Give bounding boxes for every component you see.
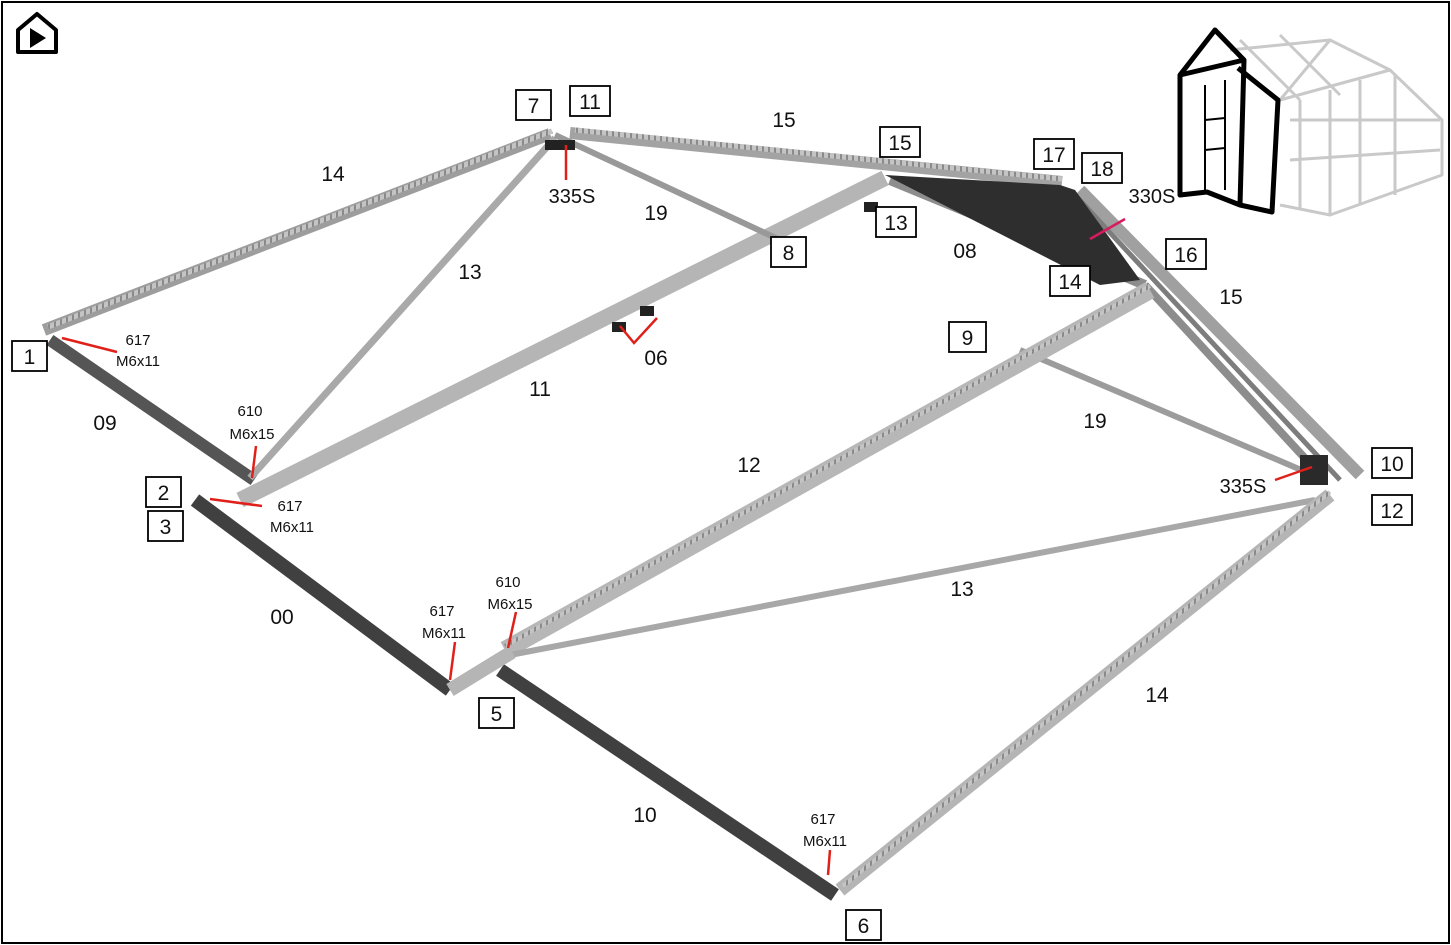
part-label: 19 xyxy=(1083,410,1106,433)
svg-text:13: 13 xyxy=(884,212,907,235)
part-label: 10 xyxy=(633,804,656,827)
fastener-code: 610 xyxy=(495,574,520,591)
position-box: 5 xyxy=(478,697,515,729)
bracket-code: 330S xyxy=(1129,186,1176,208)
fastener-code: 617 xyxy=(810,811,835,828)
bracket-code: 335S xyxy=(1220,476,1267,498)
part-label: 15 xyxy=(1219,286,1242,309)
svg-text:3: 3 xyxy=(160,516,172,539)
position-box: 15 xyxy=(879,126,921,158)
fastener-size: M6x15 xyxy=(487,596,532,613)
svg-text:16: 16 xyxy=(1174,244,1197,267)
greenhouse-play-icon[interactable] xyxy=(16,12,58,54)
svg-text:10: 10 xyxy=(1380,453,1403,476)
position-box: 7 xyxy=(515,89,552,121)
part-label: 14 xyxy=(1145,684,1169,707)
part-label: 19 xyxy=(644,202,667,225)
position-box: 6 xyxy=(845,909,882,941)
svg-text:18: 18 xyxy=(1090,158,1113,181)
svg-text:2: 2 xyxy=(158,482,170,505)
fastener-code: 617 xyxy=(125,332,150,349)
position-box: 17 xyxy=(1033,138,1075,170)
fastener-size: M6x15 xyxy=(229,426,274,443)
fastener-size: M6x11 xyxy=(803,833,847,850)
svg-text:8: 8 xyxy=(783,242,795,265)
part-label: 13 xyxy=(950,578,973,601)
fastener-code: 617 xyxy=(277,498,302,515)
fastener-size: M6x11 xyxy=(116,353,160,370)
fastener-labels: 617 M6x11 610 M6x15 617 M6x11 617 M6x11 … xyxy=(116,332,847,850)
greenhouse-overview-icon xyxy=(1177,27,1444,217)
svg-text:11: 11 xyxy=(579,91,601,114)
position-box: 10 xyxy=(1371,447,1413,479)
position-box: 9 xyxy=(948,321,987,353)
position-box: 8 xyxy=(770,236,807,268)
part-label: 13 xyxy=(458,261,481,284)
part-label: 09 xyxy=(93,412,116,435)
part-label: 08 xyxy=(953,240,976,263)
svg-text:7: 7 xyxy=(528,95,540,118)
svg-text:14: 14 xyxy=(1058,271,1082,294)
part-label: 12 xyxy=(737,454,760,477)
svg-text:17: 17 xyxy=(1042,144,1065,167)
position-box: 2 xyxy=(145,476,182,508)
bracket-code: 335S xyxy=(549,186,596,208)
bracket-code-labels: 335S 330S 335S xyxy=(549,186,1267,498)
fastener-size: M6x11 xyxy=(422,625,466,642)
callout-lines xyxy=(61,145,1313,876)
part-number-labels: 14 15 19 13 08 11 06 09 12 19 15 13 00 1… xyxy=(93,109,1242,827)
fastener-code: 617 xyxy=(429,603,454,620)
fastener-code: 610 xyxy=(237,403,262,420)
position-box: 18 xyxy=(1081,152,1123,184)
part-label: 00 xyxy=(270,606,293,629)
svg-text:5: 5 xyxy=(491,703,503,726)
part-label: 11 xyxy=(529,378,551,401)
svg-text:6: 6 xyxy=(858,915,870,938)
position-box: 1 xyxy=(11,340,48,372)
position-box: 16 xyxy=(1165,238,1207,270)
part-label: 06 xyxy=(644,347,667,370)
svg-text:1: 1 xyxy=(24,346,36,369)
part-label: 14 xyxy=(321,163,345,186)
svg-text:12: 12 xyxy=(1380,500,1403,523)
part-label: 15 xyxy=(772,109,795,132)
position-box: 12 xyxy=(1371,494,1413,526)
plate-callout-line xyxy=(1089,217,1126,241)
svg-text:9: 9 xyxy=(962,327,974,350)
frame-profiles xyxy=(41,127,1365,901)
position-box: 11 xyxy=(569,85,611,117)
svg-text:15: 15 xyxy=(888,132,911,155)
position-box: 13 xyxy=(875,206,917,238)
fastener-size: M6x11 xyxy=(270,519,314,536)
position-box: 14 xyxy=(1049,265,1091,297)
position-box: 3 xyxy=(147,510,184,542)
